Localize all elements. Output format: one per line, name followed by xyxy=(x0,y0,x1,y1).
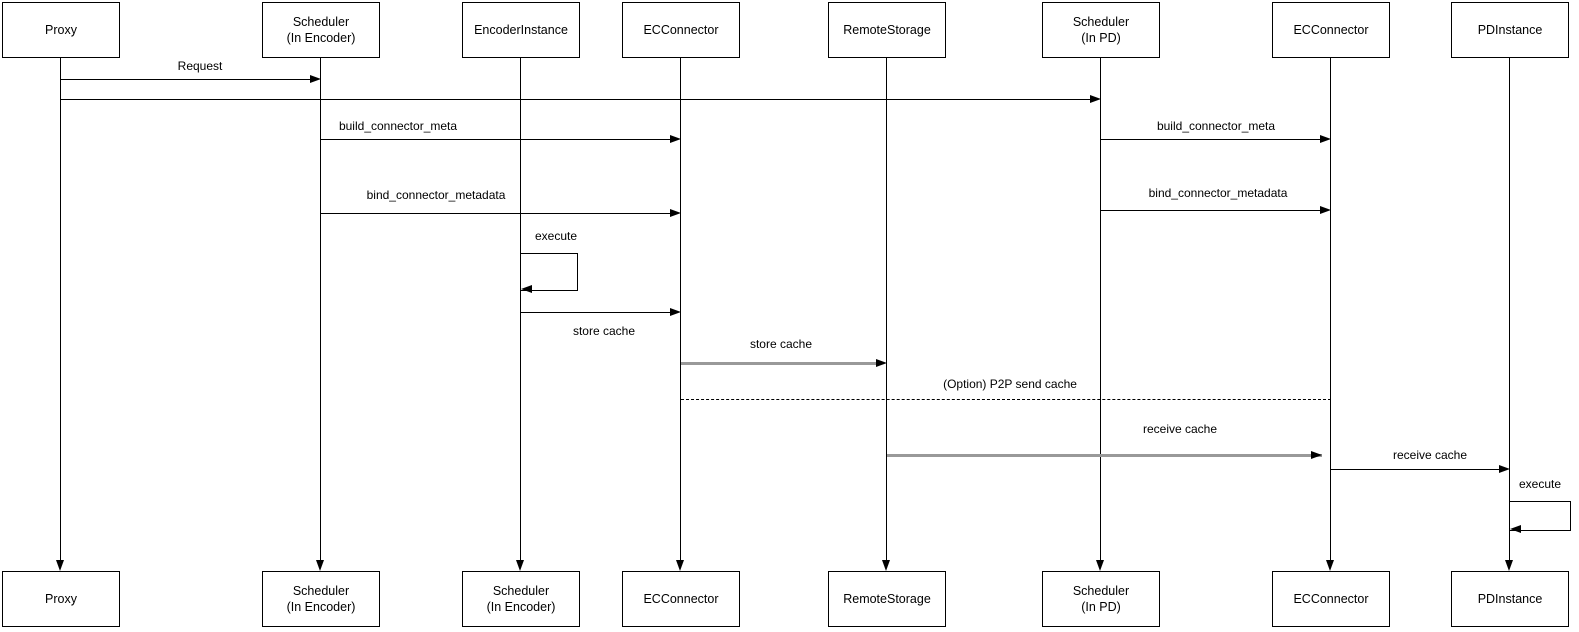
arrowhead-icon xyxy=(670,135,681,143)
message-line-receive-cache-2 xyxy=(1331,469,1500,471)
actor-top-box-remote-storage: RemoteStorage xyxy=(828,2,946,58)
actor-top-box-encoder-instance: EncoderInstance xyxy=(462,2,580,58)
arrowhead-icon xyxy=(670,308,681,316)
message-label-receive-cache-1: receive cache xyxy=(1142,422,1218,436)
arrowhead-icon xyxy=(1320,135,1331,143)
actor-bottom-box-proxy: Proxy xyxy=(2,571,120,627)
message-label-build-connector-meta-right: build_connector_meta xyxy=(1156,119,1276,133)
message-label-store-cache-2: store cache xyxy=(749,337,813,351)
lifeline-end-arrow-icon xyxy=(676,560,684,571)
lifeline-end-arrow-icon xyxy=(516,560,524,571)
message-label-request: Request xyxy=(177,59,223,73)
message-line-request xyxy=(61,79,312,81)
arrowhead-icon xyxy=(521,285,532,293)
lifeline-remote-storage xyxy=(886,58,888,561)
lifeline-end-arrow-icon xyxy=(882,560,890,571)
message-line-build-connector-meta-left xyxy=(321,139,671,141)
lifeline-pd-instance xyxy=(1509,58,1511,561)
message-line-store-cache-1 xyxy=(521,312,671,314)
lifeline-ec-connector-pd xyxy=(1330,58,1332,561)
lifeline-encoder-instance xyxy=(520,58,522,561)
message-label-execute-pd: execute xyxy=(1518,477,1562,491)
arrowhead-icon xyxy=(1311,451,1322,459)
arrowhead-icon xyxy=(876,359,887,367)
message-line-bind-connector-metadata-left xyxy=(321,213,671,215)
actor-bottom-box-remote-storage: RemoteStorage xyxy=(828,571,946,627)
message-label-bind-connector-metadata-left: bind_connector_metadata xyxy=(366,188,506,202)
lifeline-scheduler-in-encoder xyxy=(320,58,322,561)
message-label-p2p-send-cache: (Option) P2P send cache xyxy=(943,377,1077,391)
self-loop-execute-pd xyxy=(1510,501,1571,531)
lifeline-proxy xyxy=(60,58,62,561)
lifeline-scheduler-in-pd xyxy=(1100,58,1102,561)
actor-top-box-ec-connector-pd: ECConnector xyxy=(1272,2,1390,58)
actor-bottom-box-scheduler-in-encoder-2: Scheduler (In Encoder) xyxy=(462,571,580,627)
actor-bottom-box-ec-connector-encoder: ECConnector xyxy=(622,571,740,627)
self-loop-execute-encoder xyxy=(521,253,578,291)
arrowhead-icon xyxy=(310,75,321,83)
message-label-store-cache-1: store cache xyxy=(572,324,636,338)
message-line-build-connector-meta-right xyxy=(1101,139,1321,141)
lifeline-end-arrow-icon xyxy=(1326,560,1334,571)
actor-top-box-ec-connector-encoder: ECConnector xyxy=(622,2,740,58)
message-line-receive-cache-1 xyxy=(887,454,1322,457)
lifeline-end-arrow-icon xyxy=(1505,560,1513,571)
arrowhead-icon xyxy=(1090,95,1101,103)
message-label-execute-encoder: execute xyxy=(534,229,578,243)
lifeline-end-arrow-icon xyxy=(316,560,324,571)
message-line-store-cache-2 xyxy=(681,362,877,365)
message-label-bind-connector-metadata-right: bind_connector_metadata xyxy=(1148,186,1288,200)
arrowhead-icon xyxy=(670,209,681,217)
message-label-receive-cache-2: receive cache xyxy=(1392,448,1468,462)
message-line-p2p-send-cache xyxy=(681,399,1331,400)
lifeline-end-arrow-icon xyxy=(56,560,64,571)
actor-bottom-box-scheduler-in-pd: Scheduler (In PD) xyxy=(1042,571,1160,627)
actor-bottom-box-scheduler-in-encoder: Scheduler (In Encoder) xyxy=(262,571,380,627)
arrowhead-icon xyxy=(1320,206,1331,214)
message-line-bind-connector-metadata-right xyxy=(1101,210,1321,212)
message-line-proxy-to-scheduler-pd xyxy=(61,99,1091,101)
message-label-build-connector-meta-left: build_connector_meta xyxy=(338,119,458,133)
arrowhead-icon xyxy=(1499,465,1510,473)
actor-top-box-proxy: Proxy xyxy=(2,2,120,58)
actor-top-box-pd-instance: PDInstance xyxy=(1451,2,1569,58)
lifeline-end-arrow-icon xyxy=(1096,560,1104,571)
actor-bottom-box-pd-instance: PDInstance xyxy=(1451,571,1569,627)
actor-top-box-scheduler-in-encoder: Scheduler (In Encoder) xyxy=(262,2,380,58)
actor-bottom-box-ec-connector-pd: ECConnector xyxy=(1272,571,1390,627)
actor-top-box-scheduler-in-pd: Scheduler (In PD) xyxy=(1042,2,1160,58)
arrowhead-icon xyxy=(1510,525,1521,533)
